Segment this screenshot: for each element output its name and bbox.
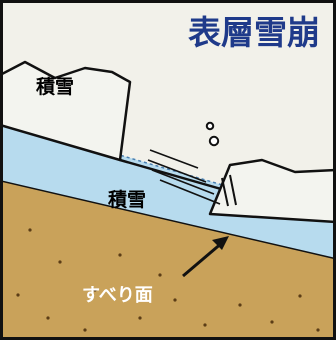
snow-debris	[205, 121, 220, 147]
ground-layer	[0, 180, 336, 340]
soil-dots	[16, 228, 320, 332]
upper-snow-label: 積雪	[36, 75, 74, 98]
slip-surface-arrowhead	[212, 236, 229, 250]
motion-lines	[147, 149, 221, 205]
old-snow-layer	[0, 120, 336, 258]
slip-surface-arrow	[182, 240, 224, 278]
diagram-title: 表層雪崩	[188, 13, 320, 52]
lower-snow-label: 積雪	[108, 188, 146, 211]
sliding-snow-slab	[208, 158, 336, 224]
crack-marks	[221, 174, 237, 207]
upper-snow-slab	[0, 60, 132, 162]
slip-surface-label: すべり面	[82, 285, 153, 306]
